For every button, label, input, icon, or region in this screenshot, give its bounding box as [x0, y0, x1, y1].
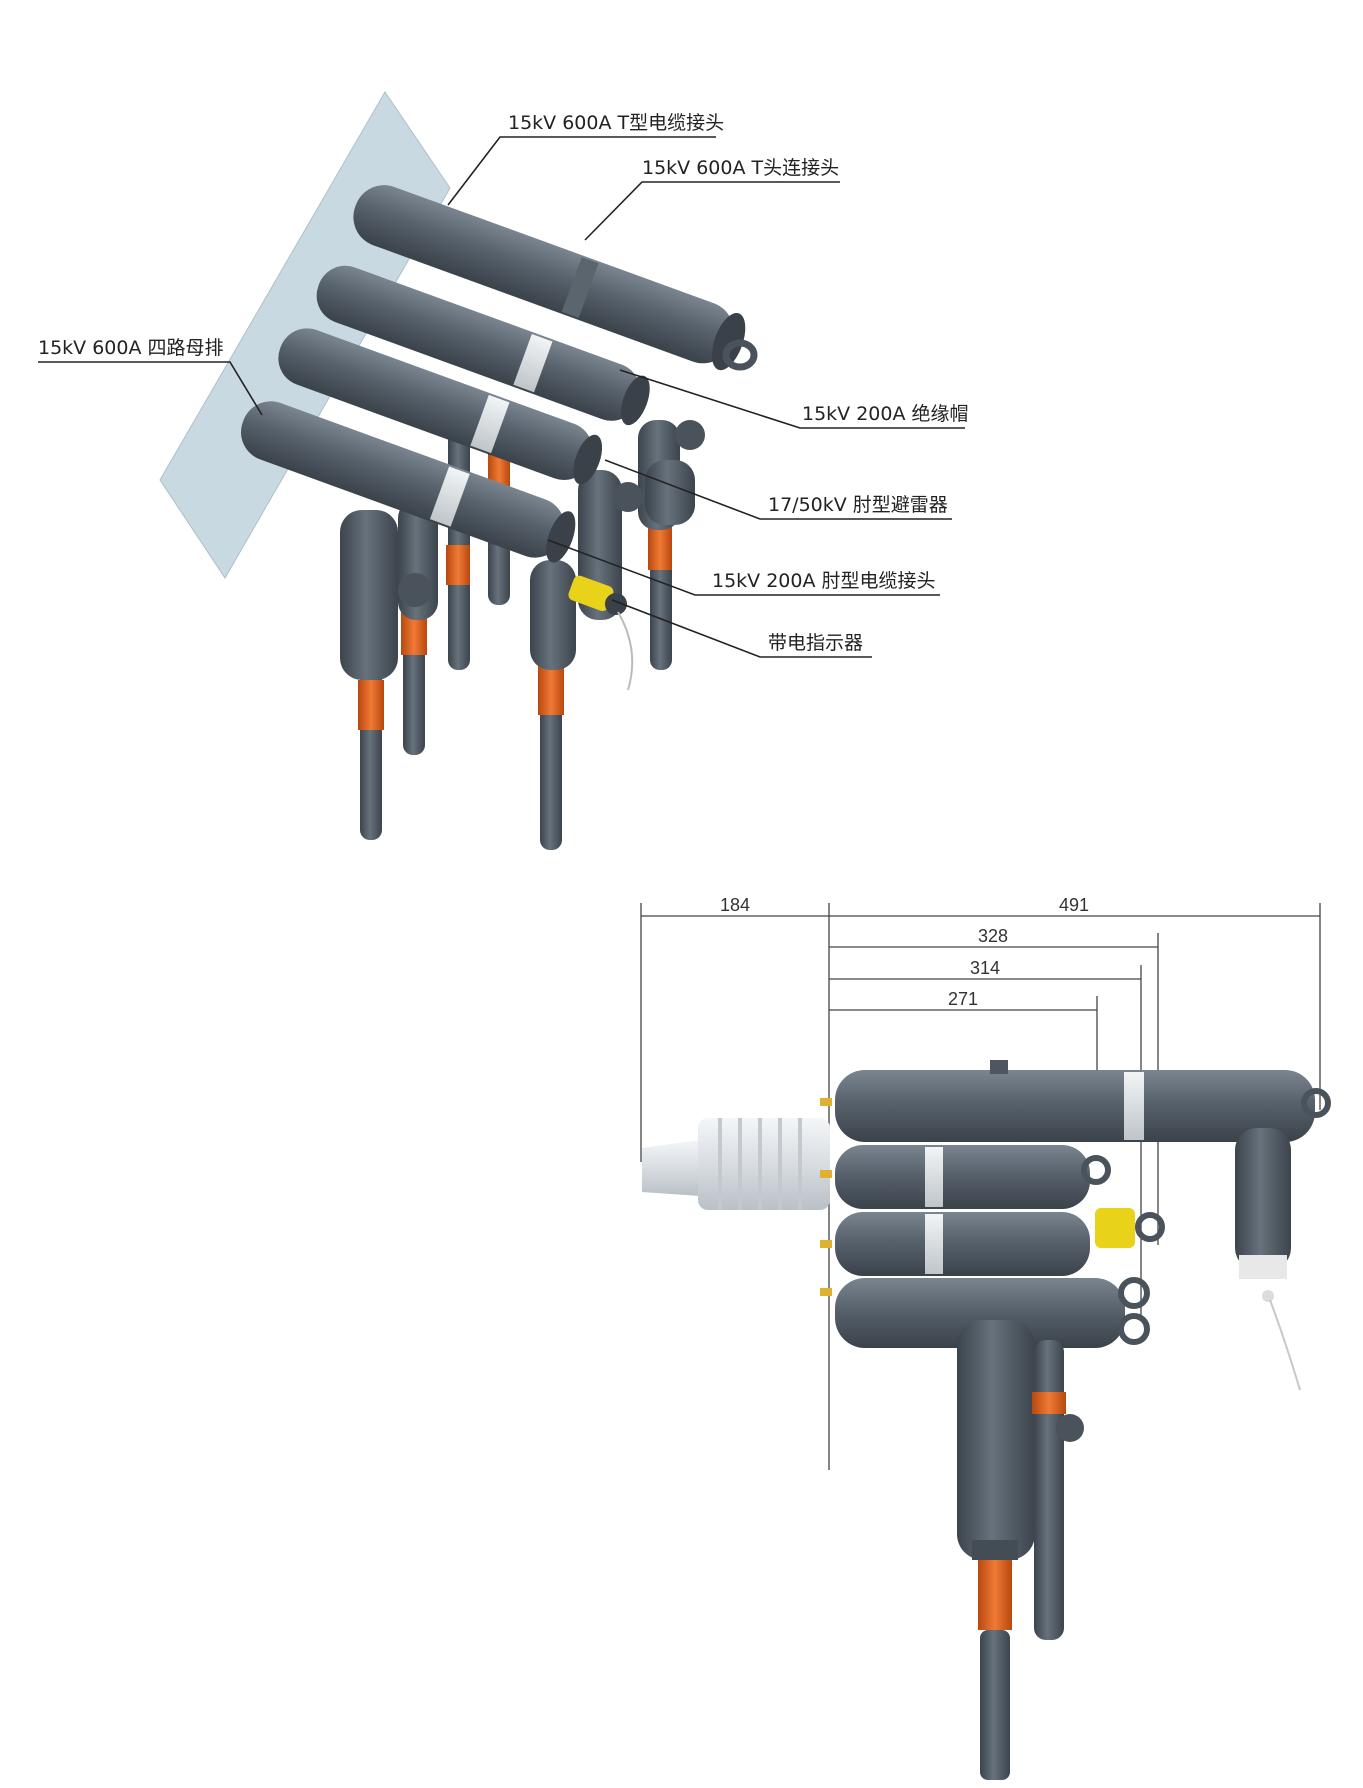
live-indicator-side [1095, 1208, 1135, 1248]
assembly-3d-view: 15kV 600A T型电缆接头 15kV 600A T头连接头 15kV 60… [38, 91, 969, 850]
label-elbow-arrester: 17/50kV 肘型避雷器 [768, 494, 948, 516]
label-elbow-cable-200a: 15kV 200A 肘型电缆接头 [712, 570, 936, 592]
label-four-way-bus: 15kV 600A 四路母排 [38, 337, 224, 359]
label-t-cable-600a: 15kV 600A T型电缆接头 [508, 112, 724, 134]
side-view: 184 491 328 314 271 [640, 895, 1331, 1780]
callout-labels: 15kV 600A T型电缆接头 15kV 600A T头连接头 15kV 60… [38, 112, 969, 654]
dim-314: 314 [970, 958, 1000, 978]
label-t-connector-600a: 15kV 600A T头连接头 [642, 157, 839, 179]
leader-lines [38, 136, 965, 658]
label-live-indicator: 带电指示器 [768, 632, 863, 654]
connector-stack [820, 1060, 1331, 1780]
dim-271: 271 [948, 989, 978, 1009]
dim-328: 328 [978, 926, 1008, 946]
dim-491: 491 [1059, 895, 1089, 915]
label-insulating-cap: 15kV 200A 绝缘帽 [802, 403, 969, 425]
live-indicator-3d [568, 575, 634, 691]
connector-bodies [241, 185, 758, 691]
bushing [642, 1118, 830, 1210]
dim-184: 184 [720, 895, 750, 915]
